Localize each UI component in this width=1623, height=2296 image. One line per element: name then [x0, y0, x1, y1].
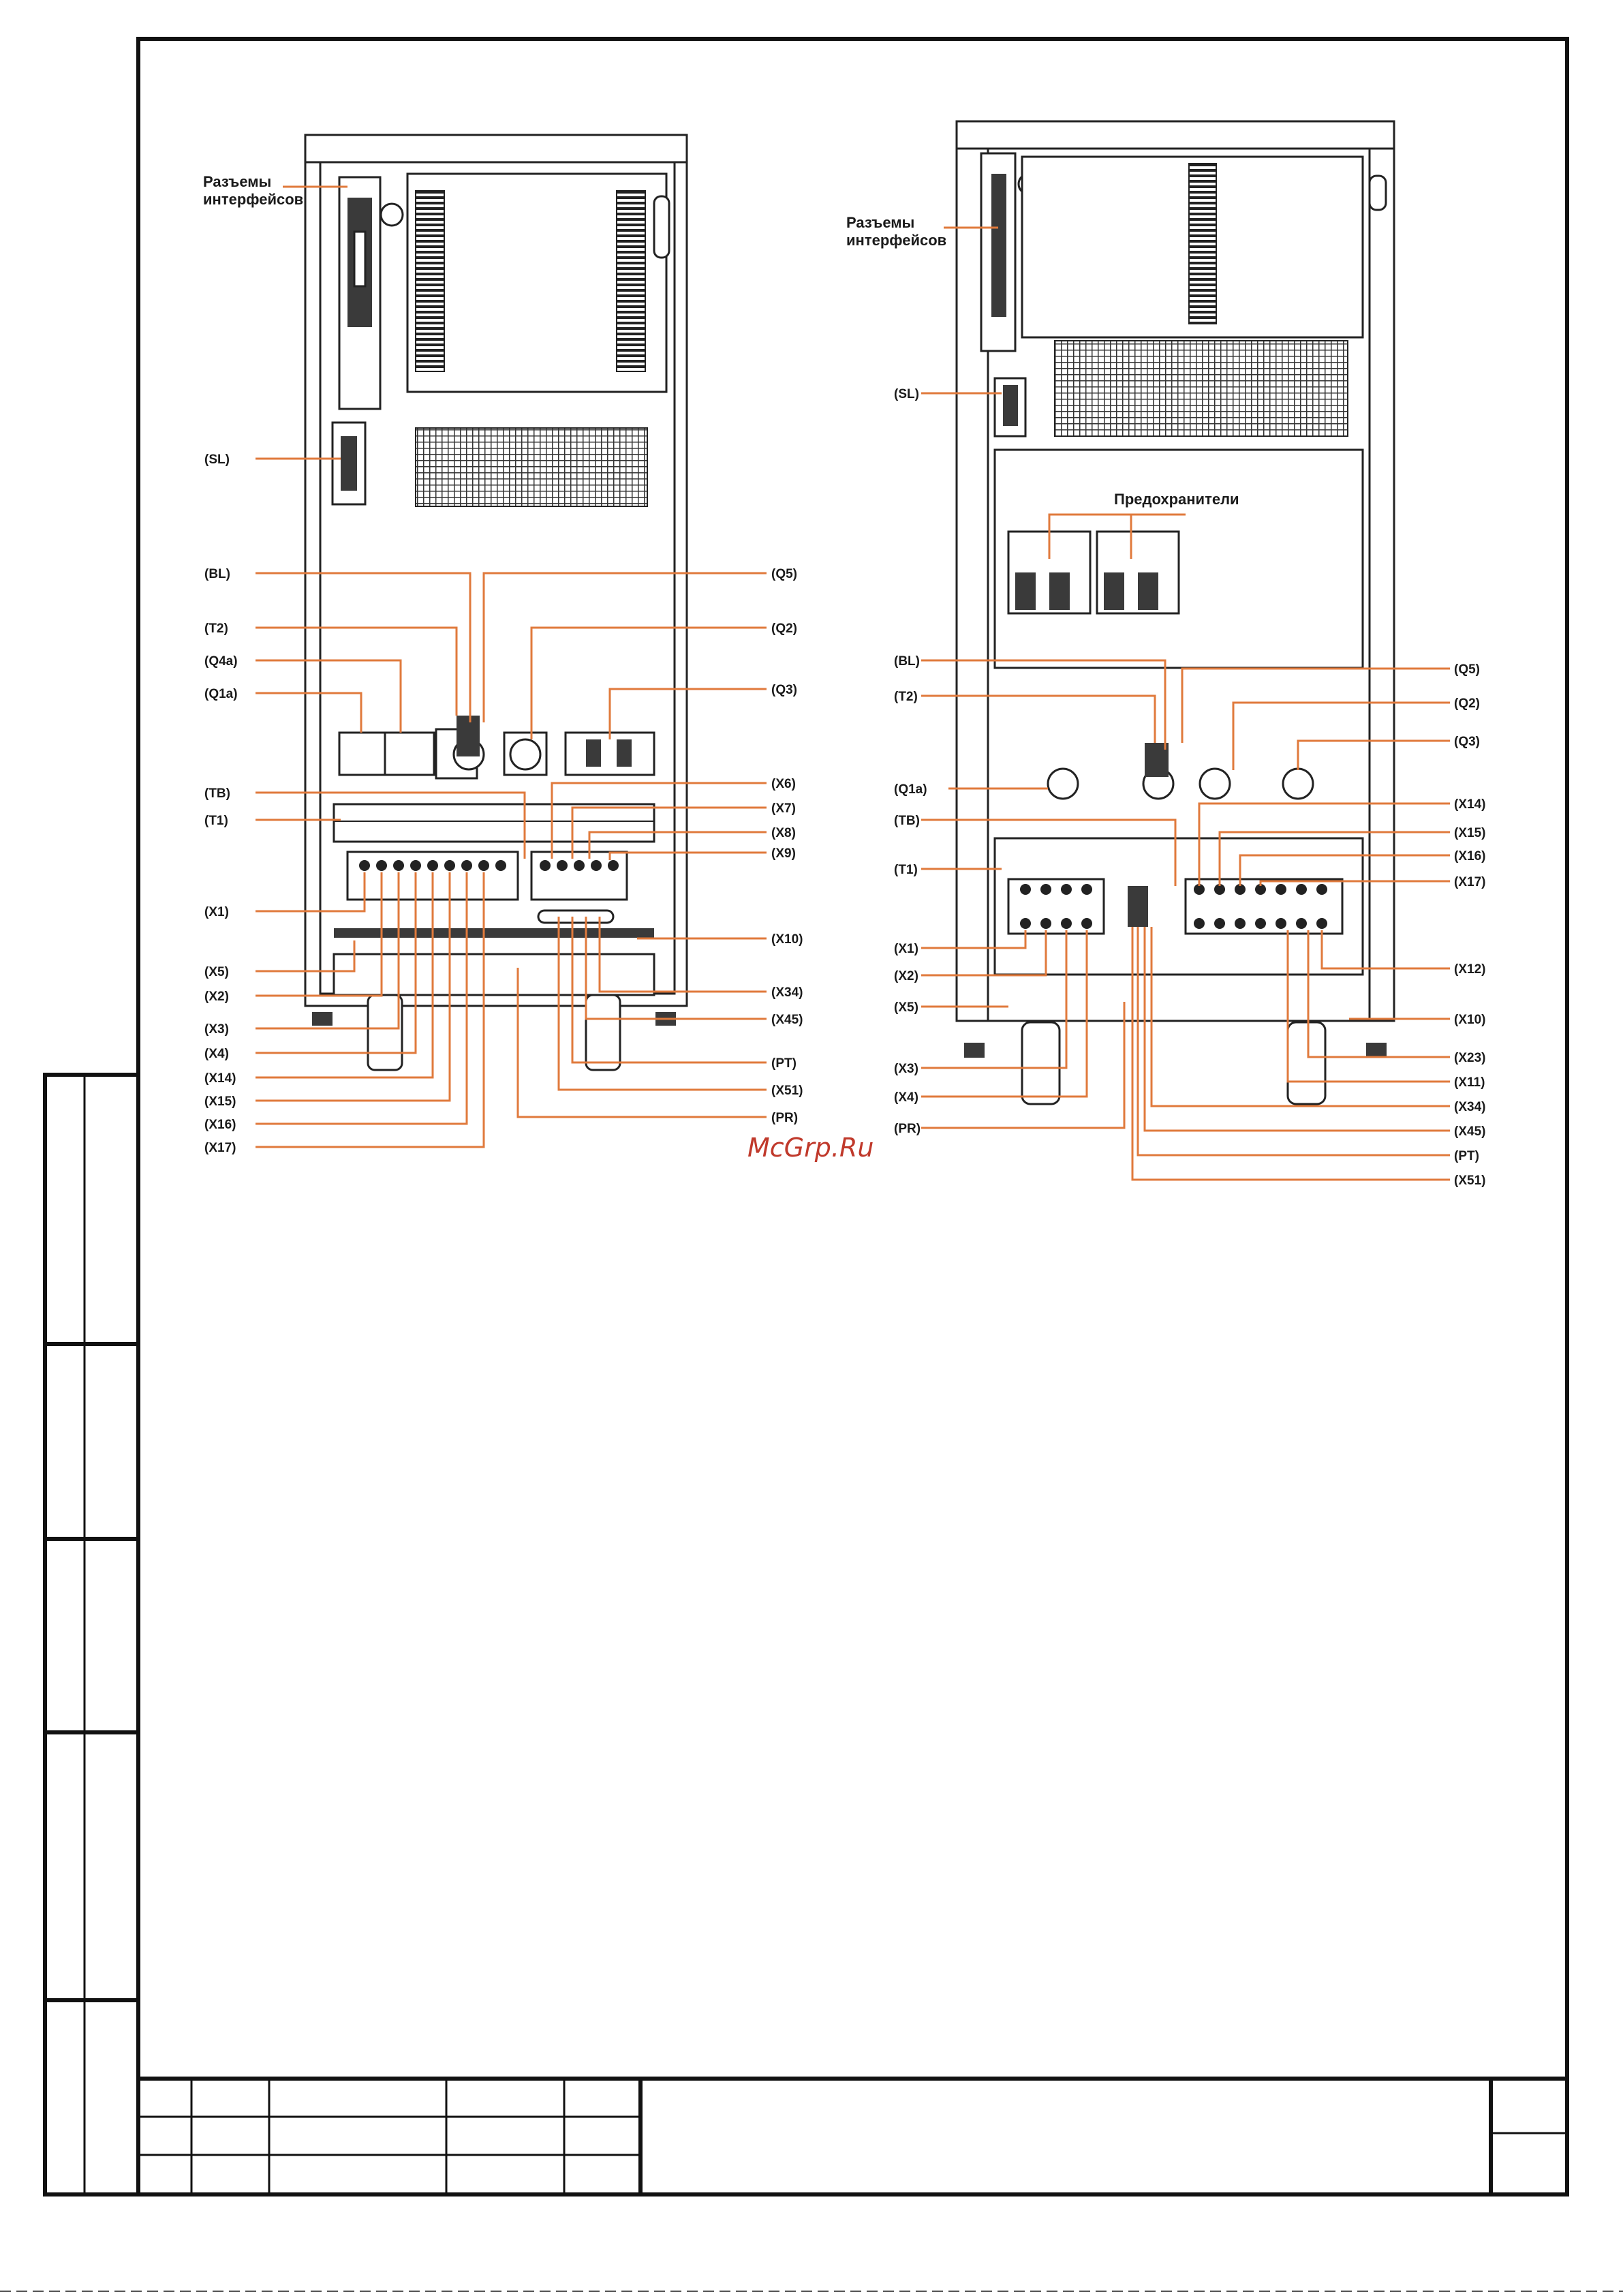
- right-label-x14: (X14): [1454, 797, 1485, 812]
- right-label-x34: (X34): [1454, 1100, 1485, 1114]
- sheet-frame: [0, 37, 1623, 2292]
- right-label-x45: (X45): [1454, 1124, 1485, 1139]
- left-ups-cabinet: [304, 134, 688, 1071]
- left-label-x45: (X45): [771, 1013, 803, 1027]
- left-label-q1a: (Q1a): [204, 687, 238, 701]
- left-label-x51: (X51): [771, 1084, 803, 1098]
- left-label-q2: (Q2): [771, 622, 797, 636]
- left-label-x17: (X17): [204, 1141, 236, 1155]
- right-label-x16: (X16): [1454, 849, 1485, 863]
- left-label-x15: (X15): [204, 1095, 236, 1109]
- right-label-x51: (X51): [1454, 1174, 1485, 1188]
- right-label-x1: (X1): [894, 942, 918, 956]
- left-label-pr: (PR): [771, 1111, 798, 1125]
- right-label-q2: (Q2): [1454, 697, 1480, 711]
- right-label-t1: (T1): [894, 863, 918, 877]
- left-label-x5: (X5): [204, 965, 229, 979]
- left-label-x7: (X7): [771, 801, 796, 816]
- right-label-x5: (X5): [894, 1000, 918, 1015]
- left-label-t1: (T1): [204, 814, 228, 828]
- left-label-t2: (T2): [204, 622, 228, 636]
- right-label-x12: (X12): [1454, 962, 1485, 977]
- left-label-x16: (X16): [204, 1118, 236, 1132]
- right-label-x11: (X11): [1454, 1075, 1485, 1090]
- left-interface-label-1: Разъемы: [203, 173, 271, 190]
- right-label-sl: (SL): [894, 387, 919, 401]
- left-label-x9: (X9): [771, 846, 796, 861]
- right-ups-cabinet: [955, 120, 1395, 1105]
- title-block: [138, 2077, 1567, 2194]
- left-label-x6: (X6): [771, 777, 796, 791]
- right-label-x4: (X4): [894, 1090, 918, 1105]
- right-label-tb: (TB): [894, 814, 920, 828]
- watermark: McGrp.Ru: [747, 1133, 874, 1163]
- left-label-q5: (Q5): [771, 567, 797, 581]
- fuses-label: Предохранители: [1114, 491, 1239, 508]
- left-label-bl: (BL): [204, 567, 230, 581]
- left-label-sl: (SL): [204, 453, 230, 467]
- left-label-x3: (X3): [204, 1022, 229, 1037]
- left-label-q4a: (Q4a): [204, 654, 238, 669]
- right-label-q1a: (Q1a): [894, 782, 927, 797]
- left-label-x4: (X4): [204, 1047, 229, 1061]
- right-label-t2: (T2): [894, 690, 918, 704]
- right-label-bl: (BL): [894, 654, 920, 669]
- right-label-pr: (PR): [894, 1122, 921, 1136]
- left-label-x34: (X34): [771, 985, 803, 1000]
- left-interface-label-2: интерфейсов: [203, 191, 303, 208]
- right-callouts: Разъемы интерфейсов Предохранители (SL) …: [846, 214, 1485, 1188]
- left-label-tb: (TB): [204, 786, 230, 801]
- right-label-x17: (X17): [1454, 875, 1485, 889]
- left-label-x1: (X1): [204, 905, 229, 919]
- right-interface-label-2: интерфейсов: [846, 232, 946, 249]
- right-label-q5: (Q5): [1454, 662, 1480, 677]
- right-label-pt: (PT): [1454, 1149, 1479, 1163]
- right-interface-label-1: Разъемы: [846, 214, 914, 231]
- right-label-x3: (X3): [894, 1062, 918, 1076]
- left-label-x2: (X2): [204, 990, 229, 1004]
- left-label-x10: (X10): [771, 932, 803, 947]
- left-callouts: Разъемы интерфейсов (SL) (BL) (T2) (Q4a)…: [203, 173, 803, 1155]
- right-label-x10: (X10): [1454, 1013, 1485, 1027]
- right-label-x2: (X2): [894, 969, 918, 983]
- left-label-x8: (X8): [771, 826, 796, 840]
- right-label-q3: (Q3): [1454, 735, 1480, 749]
- left-label-q3: (Q3): [771, 683, 797, 697]
- left-label-x14: (X14): [204, 1071, 236, 1086]
- right-label-x23: (X23): [1454, 1051, 1485, 1065]
- right-label-x15: (X15): [1454, 826, 1485, 840]
- left-label-pt: (PT): [771, 1056, 797, 1071]
